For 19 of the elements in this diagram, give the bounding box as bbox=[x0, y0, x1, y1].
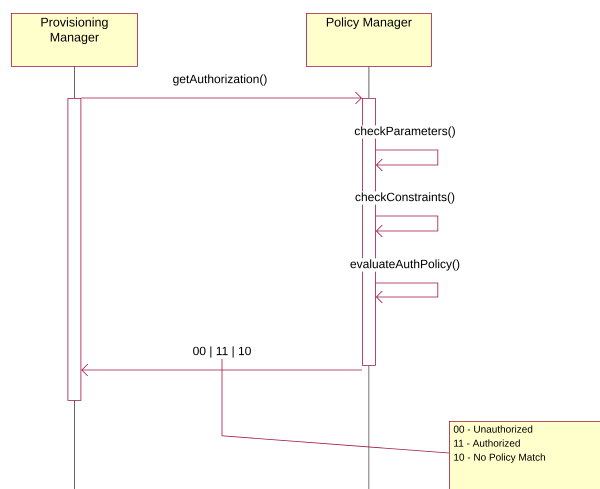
message-label: getAuthorization() bbox=[172, 73, 268, 87]
message-label: evaluateAuthPolicy() bbox=[348, 258, 462, 272]
activation-bar bbox=[68, 98, 82, 401]
message-arrow bbox=[81, 364, 362, 376]
object-box: Provisioning Manager bbox=[11, 13, 138, 67]
lifeline bbox=[74, 400, 75, 489]
object-box: Policy Manager bbox=[306, 13, 432, 67]
lifeline bbox=[74, 66, 75, 98]
message-label: checkParameters() bbox=[353, 125, 457, 139]
leader-line bbox=[222, 358, 450, 454]
self-message-arrow bbox=[375, 150, 438, 172]
message-arrow bbox=[80, 92, 362, 104]
self-message-arrow bbox=[375, 282, 438, 304]
self-message-arrow bbox=[375, 216, 438, 238]
lifeline bbox=[368, 365, 370, 489]
lifeline bbox=[368, 66, 370, 98]
note-box: 00 - Unauthorized 11 - Authorized 10 - No Policy Match bbox=[449, 421, 600, 489]
message-label: checkConstraints() bbox=[354, 191, 456, 205]
return-value-text: 00 | 11 | 10 bbox=[193, 346, 251, 358]
